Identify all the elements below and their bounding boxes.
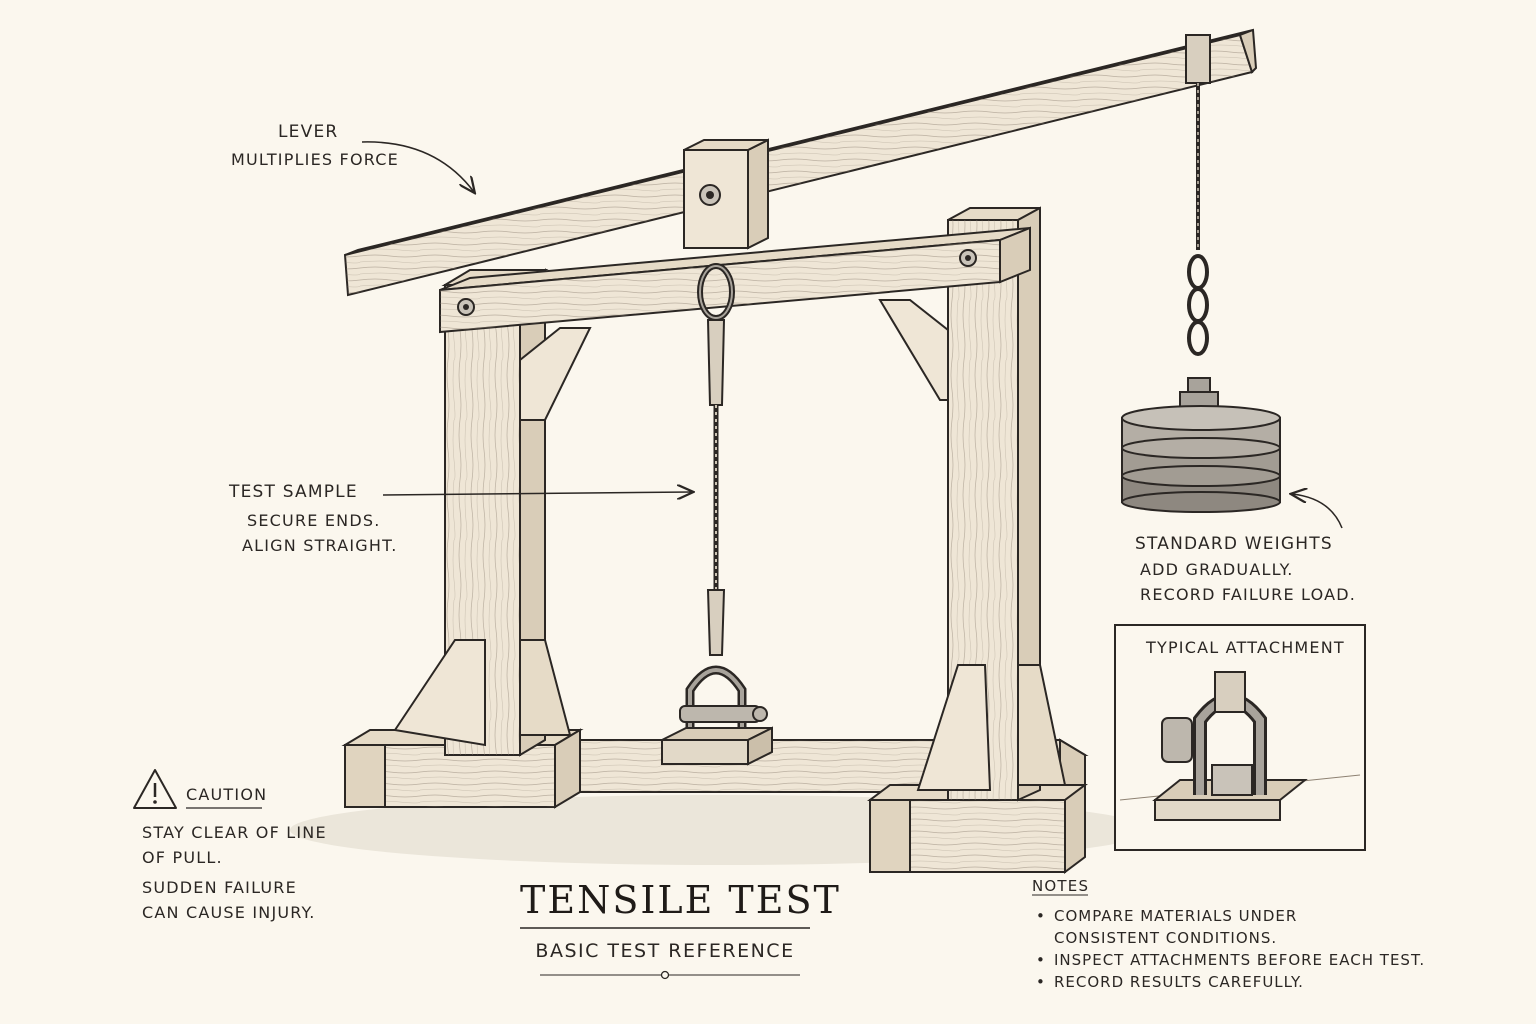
typical-attachment-inset <box>1114 624 1366 851</box>
page-subtitle: BASIC TEST REFERENCE <box>535 940 795 962</box>
weight-hanger <box>1179 34 1219 415</box>
caution-line-3: SUDDEN FAILURE <box>142 878 297 897</box>
crossbeam <box>439 226 1031 334</box>
title-rules <box>520 927 810 980</box>
notes-list: COMPARE MATERIALS UNDER CONSISTENT CONDI… <box>1034 905 1425 993</box>
sample-note-1: SECURE ENDS. <box>247 511 381 530</box>
notes-title: NOTES <box>1032 877 1090 895</box>
caution-line-4: CAN CAUSE INJURY. <box>142 903 316 922</box>
weights-arrow <box>1292 494 1343 529</box>
warning-icon <box>133 769 177 809</box>
standard-weights <box>1121 405 1281 513</box>
notes-item: COMPARE MATERIALS UNDER <box>1034 905 1425 927</box>
sample-arrow <box>382 492 692 495</box>
sample-note-2: ALIGN STRAIGHT. <box>242 536 398 555</box>
weights-note-1: ADD GRADUALLY. <box>1140 560 1294 579</box>
lever-arrow <box>361 141 474 192</box>
lever-label: LEVER <box>278 122 339 142</box>
inset-title: TYPICAL ATTACHMENT <box>1146 638 1345 657</box>
weights-label: STANDARD WEIGHTS <box>1135 534 1333 554</box>
notes-item: RECORD RESULTS CAREFULLY. <box>1034 971 1425 993</box>
page-title: TENSILE TEST <box>520 878 841 922</box>
notes-item: CONSISTENT CONDITIONS. <box>1054 929 1278 947</box>
right-post <box>878 206 1067 802</box>
left-post <box>393 268 592 757</box>
lever-note: MULTIPLIES FORCE <box>231 150 399 169</box>
notes-item: INSPECT ATTACHMENTS BEFORE EACH TEST. <box>1034 949 1425 971</box>
pivot-block <box>683 138 769 250</box>
test-sample-rope <box>697 263 735 656</box>
caution-line-2: OF PULL. <box>142 848 223 867</box>
caution-line-1: STAY CLEAR OF LINE <box>142 823 327 842</box>
weights-note-2: RECORD FAILURE LOAD. <box>1140 585 1357 604</box>
caution-label: CAUTION <box>186 785 268 804</box>
annotation-arrows <box>361 141 1343 529</box>
bottom-shackle <box>661 665 773 766</box>
sample-label: TEST SAMPLE <box>229 482 358 502</box>
lever-arm <box>343 28 1258 297</box>
